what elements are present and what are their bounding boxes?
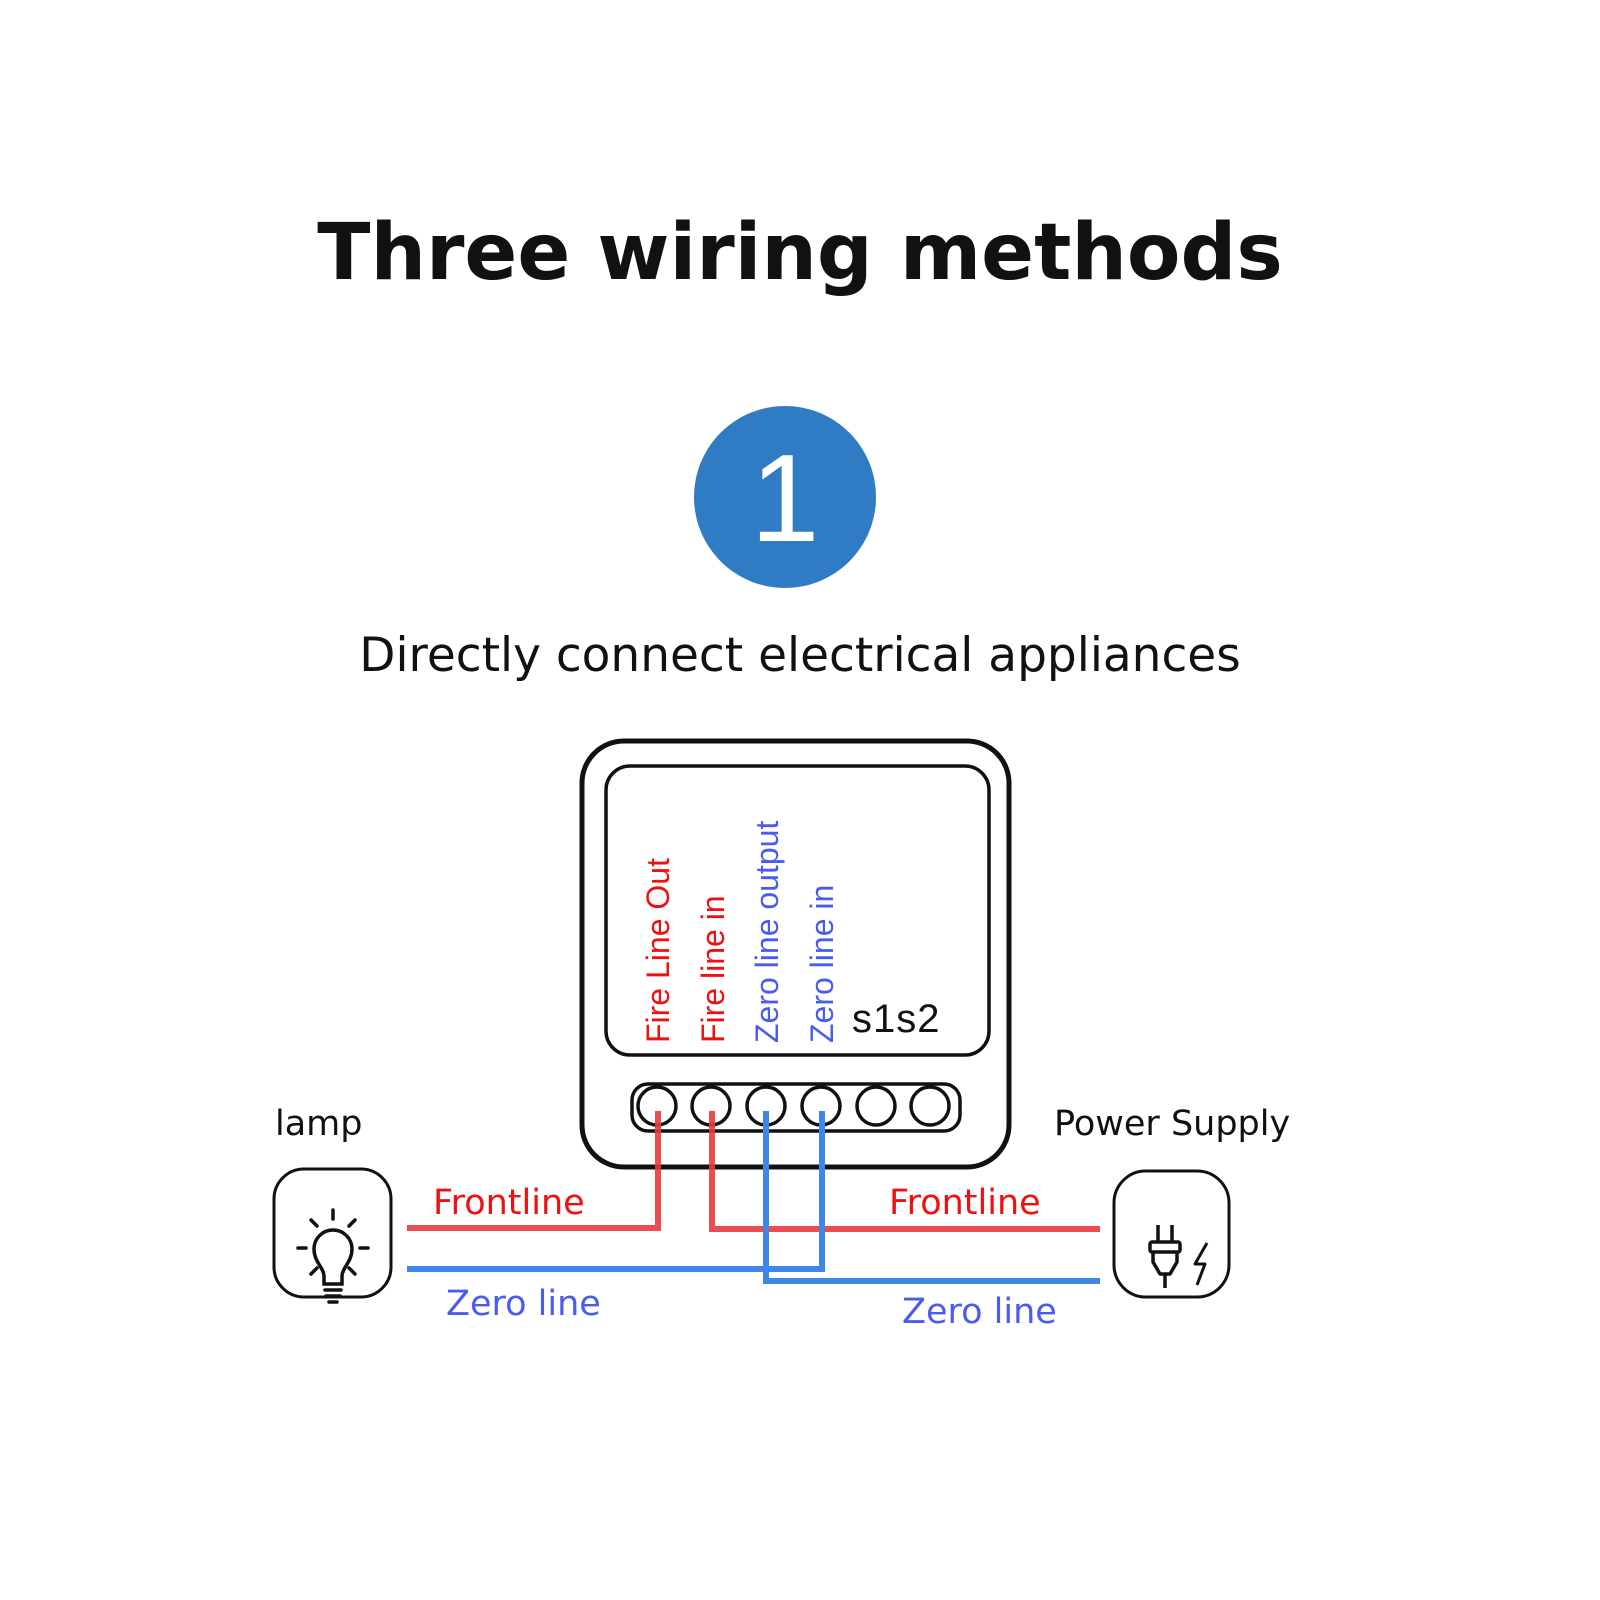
zero-wire-from-supply (763, 1111, 1100, 1284)
light-bulb-icon (296, 1208, 370, 1304)
step-number: 1 (750, 430, 820, 568)
step-caption: Directly connect electrical appliances (359, 628, 1241, 683)
smart-switch-module: Fire Line Out Fire line in Zero line out… (579, 738, 1012, 1170)
terminals (636, 1085, 951, 1127)
lamp-label: lamp (275, 1104, 362, 1144)
page-title: Three wiring methods (317, 208, 1283, 298)
fire-wire-from-supply (709, 1111, 1100, 1232)
power-supply-label: Power Supply (1054, 1104, 1290, 1144)
zero-wire-to-lamp (407, 1111, 825, 1272)
wires (407, 1111, 1100, 1284)
fire-wire-to-lamp (407, 1111, 661, 1231)
terminal-label-fire-in: Fire line in (695, 895, 731, 1043)
terminal-s1 (855, 1085, 897, 1127)
plug-lightning-icon (1148, 1225, 1209, 1288)
left-zero-line-label: Zero line (446, 1284, 601, 1324)
right-frontline-label: Frontline (889, 1183, 1041, 1223)
left-frontline-label: Frontline (433, 1183, 585, 1223)
switch-terminal-label: s1s2 (852, 997, 941, 1041)
lamp-icon-box (272, 1167, 393, 1304)
terminal-label-zero-in: Zero line in (804, 885, 840, 1043)
power-supply-icon-box (1112, 1169, 1231, 1299)
step-number-badge: 1 (694, 406, 876, 588)
terminal-label-fire-out: Fire Line Out (640, 858, 676, 1043)
device-label-panel (604, 764, 991, 1057)
right-zero-line-label: Zero line (902, 1292, 1057, 1332)
terminal-label-zero-out: Zero line output (749, 821, 785, 1043)
terminal-s2 (909, 1085, 951, 1127)
